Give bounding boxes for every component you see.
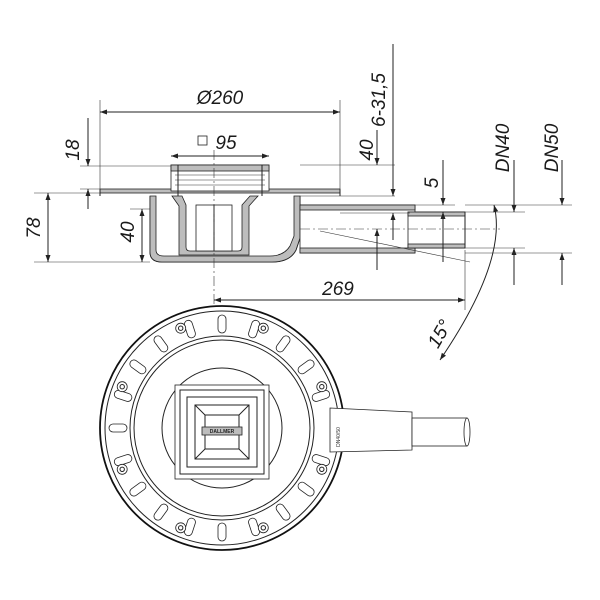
dim-height-78: 78: [24, 217, 45, 239]
flange-slot: [108, 423, 128, 433]
flange-round-hole-inner: [260, 325, 266, 331]
dim-height-40-right: 40: [357, 139, 378, 161]
flange-round-hole-inner: [178, 325, 184, 331]
dim-length-269: 269: [321, 279, 354, 300]
brand-label: DALLMER: [210, 429, 235, 435]
top-view: DN40/50 DALLMER: [99, 305, 471, 551]
flange-slot: [248, 517, 261, 537]
outlet-pipe-top: [329, 407, 413, 453]
flange-round-hole: [116, 463, 128, 475]
flange-slot: [275, 503, 291, 521]
side-section-view: Ø260 95 18 78 40 40 6-31,5: [24, 44, 572, 361]
flange-slot: [153, 503, 169, 521]
flange-slot: [311, 454, 331, 467]
dim-5: 5: [422, 177, 443, 188]
flange-round-hole: [175, 322, 187, 334]
flange-slot: [183, 319, 196, 339]
flange-round-hole-inner: [319, 466, 325, 472]
dim-height-18: 18: [63, 139, 84, 161]
flange-slot: [275, 335, 291, 353]
flange-slot: [311, 389, 331, 402]
flange-slot: [248, 319, 261, 339]
dim-dn50: DN50: [542, 123, 563, 172]
flange-round-hole-inner: [119, 384, 125, 390]
flange-slot: [297, 359, 315, 375]
flange-round-hole: [257, 522, 269, 534]
flange-slot: [297, 481, 315, 497]
flange-slot: [113, 454, 133, 467]
flange-round-hole: [116, 381, 128, 393]
dim-dn40: DN40: [493, 123, 514, 172]
flange-slot: [217, 522, 227, 542]
flange-round-hole: [316, 463, 328, 475]
flange-round-hole: [257, 322, 269, 334]
flange-round-hole-inner: [119, 466, 125, 472]
flange-slot: [153, 335, 169, 353]
flange-round-hole: [316, 381, 328, 393]
flange-round-hole: [175, 522, 187, 534]
flange-slot: [129, 481, 147, 497]
flange-slot: [217, 314, 227, 334]
flange-slot: [113, 389, 133, 402]
flange-round-hole-inner: [319, 384, 325, 390]
flange-holes: [108, 314, 331, 542]
dim-angle-15: 15°: [424, 316, 457, 352]
flange-round-hole-inner: [260, 525, 266, 531]
dim-adjust-6-31-5: 6-31,5: [369, 73, 390, 127]
flange-slot: [183, 517, 196, 537]
outlet-mark: DN40/50: [336, 427, 342, 447]
dim-grate-95: 95: [215, 133, 237, 154]
dim-height-40-left: 40: [118, 221, 139, 243]
dim-diameter-260: Ø260: [196, 88, 244, 109]
flange-slot: [129, 359, 147, 375]
flange-round-hole-inner: [178, 525, 184, 531]
